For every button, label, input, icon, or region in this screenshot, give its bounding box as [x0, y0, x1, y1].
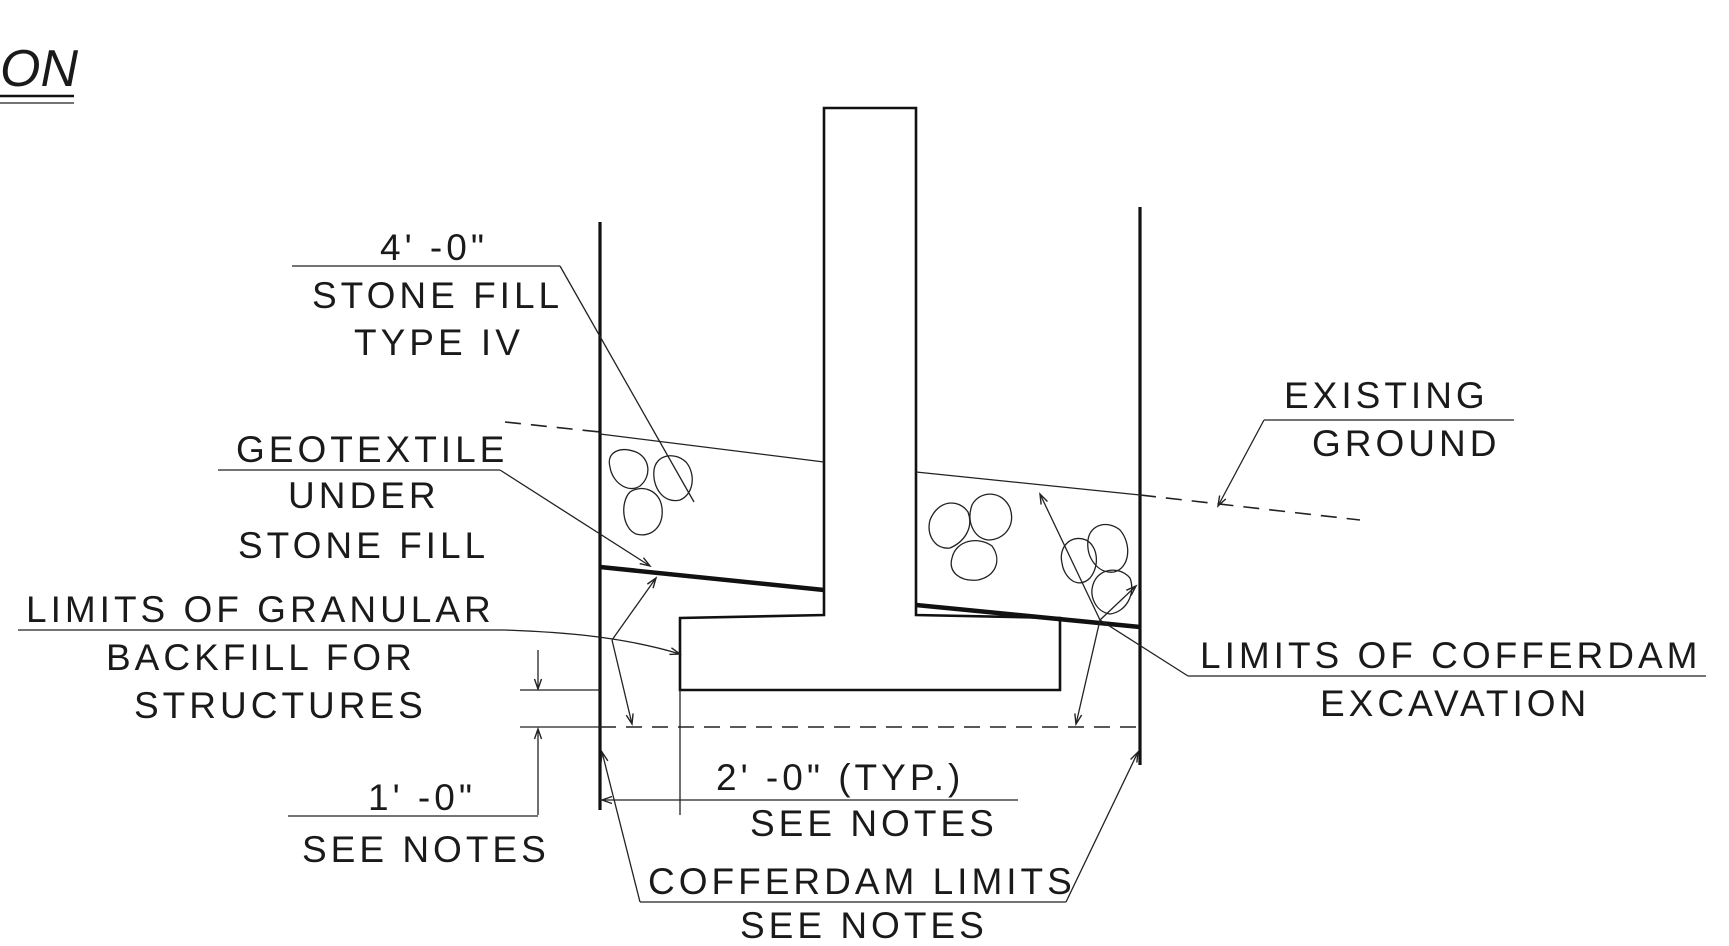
two-ft-dim-label: 2' -0" (TYP.) [716, 757, 964, 798]
granular-limit-arrow-bottom [611, 639, 632, 724]
stone-fill-dim-label: 4' -0" [380, 227, 488, 268]
geotextile-right [915, 602, 1141, 630]
granular-leader [503, 629, 680, 654]
granular-label-2: BACKFILL FOR [106, 637, 416, 678]
cofferdam-excavation-label-1: LIMITS OF COFFERDAM [1200, 635, 1702, 676]
stones-left [608, 449, 693, 536]
geotextile-label-2: UNDER [288, 475, 440, 516]
existing-ground-label-2: GROUND [1312, 423, 1500, 464]
geotextile-label-1: GEOTEXTILE [236, 429, 508, 470]
geotextile-leader [499, 469, 650, 566]
existing-ground-leader [1218, 419, 1265, 506]
cofferdam-exc-arrow-down [1076, 619, 1101, 724]
cofferdam-exc-arrow-right [1099, 586, 1136, 621]
cofferdam-limits-label-1: COFFERDAM LIMITS [648, 861, 1076, 902]
granular-label-1: LIMITS OF GRANULAR [26, 589, 495, 630]
existing-ground-label-1: EXISTING [1284, 375, 1489, 416]
stone-fill-top-right [915, 471, 1141, 496]
cofferdam-exc-arrow-up [1040, 494, 1101, 621]
existing-ground-right [1139, 494, 1361, 521]
granular-limit-arrow-top [611, 578, 656, 641]
cofferdam-excavation-label-2: EXCAVATION [1320, 683, 1590, 724]
cofferdam-limits-label-2: SEE NOTES [740, 905, 988, 946]
section-title: ON [0, 40, 78, 98]
stones-right [1060, 523, 1133, 615]
stone-fill-leader [559, 265, 695, 503]
stones-middle [928, 493, 1013, 581]
two-ft-note: SEE NOTES [750, 803, 998, 844]
stone-fill-label-1: STONE FILL [312, 275, 563, 316]
geotextile-label-3: STONE FILL [238, 525, 489, 566]
cofferdam-excavation-leader [1099, 619, 1189, 677]
granular-label-3: STRUCTURES [134, 685, 427, 726]
wall-stem-and-footing [678, 106, 1062, 692]
stone-fill-top-left [599, 433, 825, 463]
one-ft-dim-label: 1' -0" [368, 777, 476, 818]
cofferdam-limits-leader-right [1065, 752, 1138, 903]
stone-fill-label-2: TYPE IV [354, 322, 524, 363]
existing-ground-left [504, 421, 601, 433]
geotextile-left [599, 564, 825, 593]
one-ft-note: SEE NOTES [302, 829, 550, 870]
cofferdam-limits-leader-left [602, 752, 641, 903]
